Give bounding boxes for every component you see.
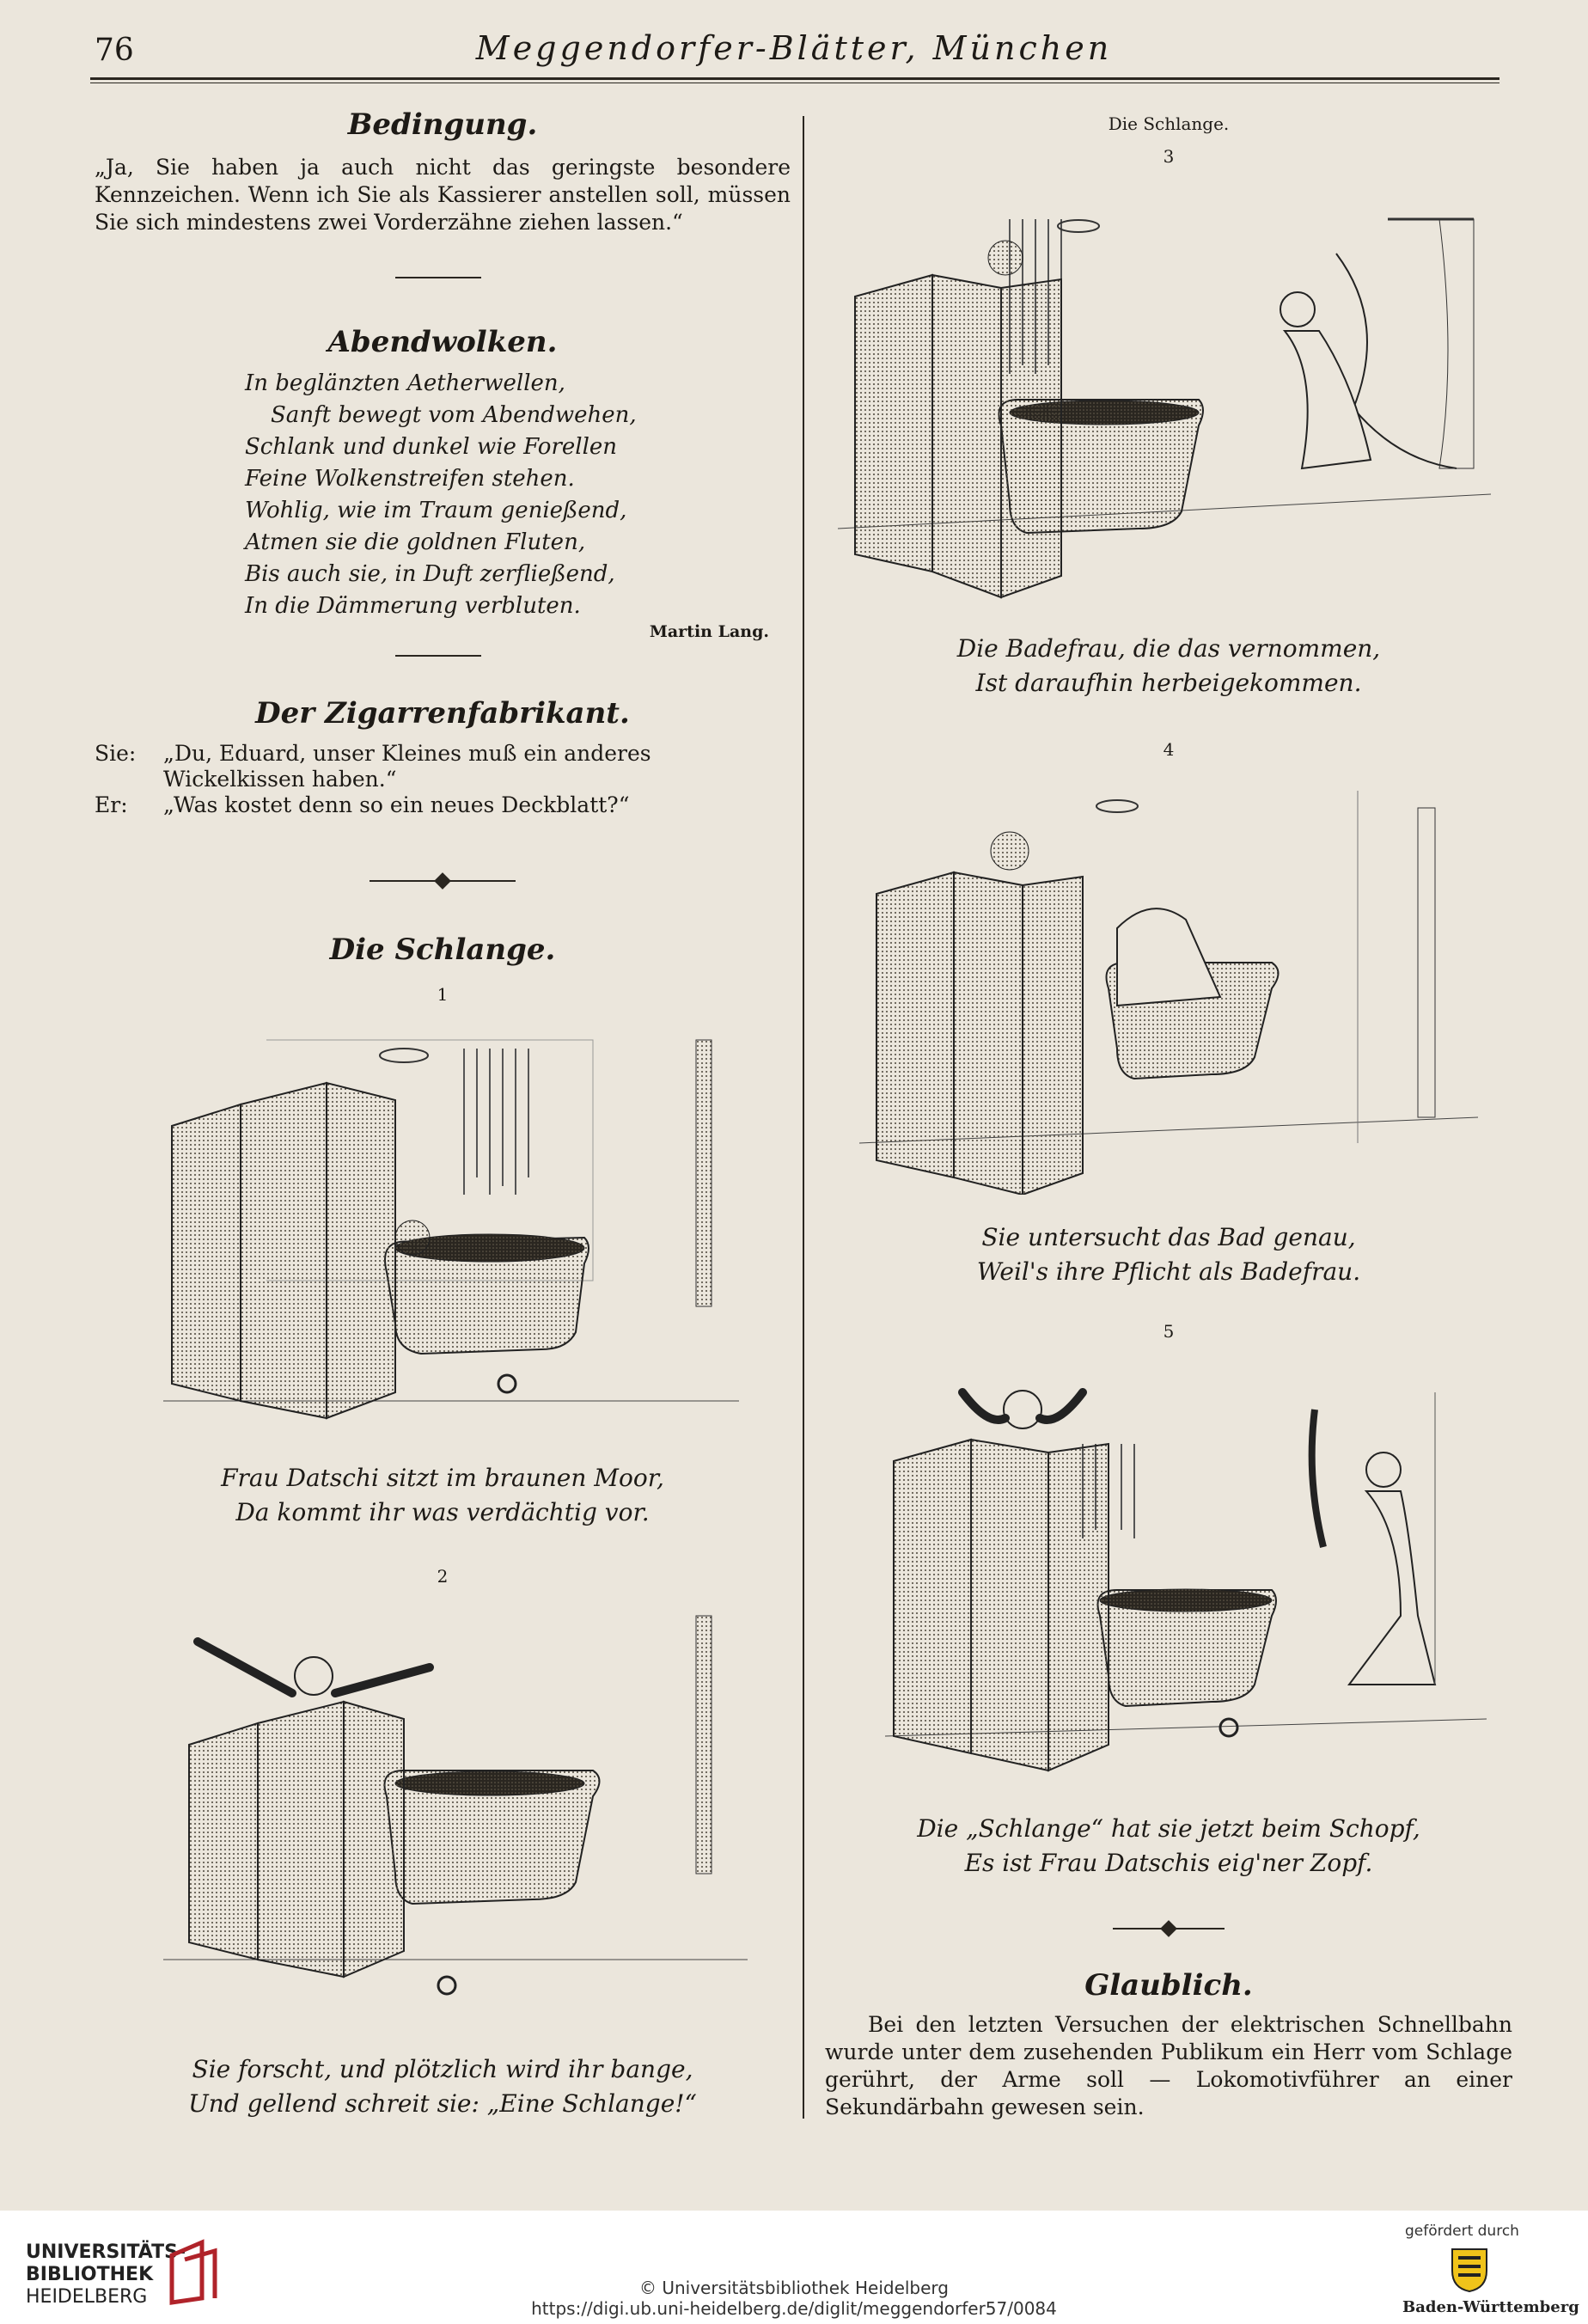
permalink[interactable]: https://digi.ub.uni-heidelberg.de/diglit… [531,2298,1057,2319]
right-column-header: Die Schlange. [825,113,1512,134]
caption-line: Sie untersucht das Bad genau, [981,1223,1356,1251]
bedingung-section: Bedingung. „Ja, Sie haben ja auch nicht … [95,107,791,236]
panel-number: 1 [95,984,791,1005]
dialogue-text: „Was kostet denn so ein neues Deckblatt?… [163,792,630,817]
abendwolken-section: Abendwolken. In beglänzten Aetherwellen,… [95,325,791,641]
scanned-page: 76 Meggendorfer-Blätter, München Bedingu… [90,29,1512,2121]
poem-line: In beglänzten Aetherwellen, [245,370,565,396]
caption-line: Ist daraufhin herbeigekommen. [975,669,1362,697]
caption-line: Es ist Frau Datschis eig'ner Zopf. [964,1849,1373,1877]
caption-panel-2: Sie forscht, und plötzlich wird ihr bang… [95,2052,791,2121]
caption-panel-5: Die „Schlange“ hat sie jetzt beim Schopf… [825,1812,1512,1881]
poem-line: Wohlig, wie im Traum genießend, [245,498,627,523]
separator-rule [395,655,481,657]
column-divider [803,116,804,2119]
illustration-panel-4 [859,774,1478,1195]
panel-number-4: 4 [1163,739,1175,760]
state-crest-icon [1448,2245,1491,2293]
state-name: Baden-Württemberg [1402,2298,1579,2316]
panel-number: 4 [825,739,1512,760]
library-footer: UNIVERSITÄTS- BIBLIOTHEK HEIDELBERG © Un… [0,2211,1588,2324]
glaublich-text: Bei den letzten Versuchen der elektrisch… [825,2012,1512,2119]
poem-line: Schlank und dunkel wie Forellen [245,434,618,460]
poem-line: Feine Wolkenstreifen stehen. [245,466,575,492]
dialogue-text: „Du, Eduard, unser Kleines muß ein ander… [163,741,651,792]
speaker-label: Er: [95,792,128,817]
caption-line: Die Badefrau, die das vernommen, [956,634,1381,663]
library-name-line: UNIVERSITÄTS- [26,2241,186,2263]
caption-panel-4: Sie untersucht das Bad genau, Weil's ihr… [825,1220,1512,1289]
poem-stanza: In beglänzten Aetherwellen, Sanft bewegt… [245,368,791,622]
caption-line: Weil's ihre Pflicht als Badefrau. [976,1257,1361,1286]
schlange-title-block: Die Schlange. [95,933,791,967]
bedingung-text: „Ja, Sie haben ja auch nicht das gerings… [95,155,791,235]
copyright-notice: © Universitätsbibliothek Heidelberg [638,2278,949,2298]
illustration-panel-5 [885,1358,1487,1788]
page-header-title: Meggendorfer-Blätter, München [475,29,1113,67]
library-name: UNIVERSITÄTS- BIBLIOTHEK HEIDELBERG [26,2241,186,2309]
library-logo [163,2238,223,2307]
abendwolken-title: Abendwolken. [327,325,558,359]
ornament-diamond [1160,1920,1177,1937]
library-name-line: HEIDELBERG [26,2286,148,2308]
caption-line: Da kommt ihr was verdächtig vor. [235,1498,650,1526]
header-rule [90,77,1499,80]
caption-line: Die „Schlange“ hat sie jetzt beim Schopf… [917,1814,1420,1843]
caption-line: Und gellend schreit sie: „Eine Schlange!… [188,2089,697,2118]
caption-panel-1: Frau Datschi sitzt im braunen Moor, Da k… [95,1461,791,1530]
speaker-label: Sie: [95,741,137,766]
dialogue-line: Sie: „Du, Eduard, unser Kleines muß ein … [95,741,791,792]
glaublich-section: Glaublich. Bei den letzten Versuchen der… [825,1968,1512,2121]
funding-label: gefördert durch [1405,2223,1519,2240]
panel-number: 2 [95,1566,791,1587]
zigarren-section: Der Zigarrenfabrikant. Sie: „Du, Eduard,… [95,696,791,818]
panel-number: 5 [825,1321,1512,1342]
poem-line: Bis auch sie, in Duft zerfließend, [245,561,615,587]
caption-line: Sie forscht, und plötzlich wird ihr bang… [192,2055,693,2083]
dialogue-line: Er: „Was kostet denn so ein neues Deckbl… [95,792,791,818]
page-number: 76 [95,33,134,68]
poem-line: Sanft bewegt vom Abendwehen, [271,402,637,428]
ornament-diamond [434,872,451,890]
illustration-panel-1 [137,1023,739,1452]
glaublich-title: Glaublich. [1084,1968,1253,2003]
caption-panel-3: Die Badefrau, die das vernommen, Ist dar… [825,632,1512,700]
panel-number-2: 2 [437,1566,449,1587]
separator-rule [395,277,481,278]
poem-line: In die Dämmerung verbluten. [245,593,581,619]
illustration-panel-3 [838,185,1491,615]
zigarren-title: Der Zigarrenfabrikant. [255,696,630,731]
illustration-panel-2 [146,1599,748,2003]
poem-line: Atmen sie die goldnen Fluten, [245,529,586,555]
schlange-running-title: Die Schlange. [1108,113,1230,134]
panel-number-1: 1 [437,984,449,1005]
poem-author: Martin Lang. [649,622,769,641]
panel-number-5: 5 [1163,1321,1175,1342]
library-name-line: BIBLIOTHEK [26,2264,154,2285]
panel-number-3: 3 [1163,146,1175,167]
panel-number: 3 [825,146,1512,167]
bedingung-title: Bedingung. [347,107,538,142]
schlange-title: Die Schlange. [329,933,556,967]
caption-line: Frau Datschi sitzt im braunen Moor, [221,1464,664,1492]
